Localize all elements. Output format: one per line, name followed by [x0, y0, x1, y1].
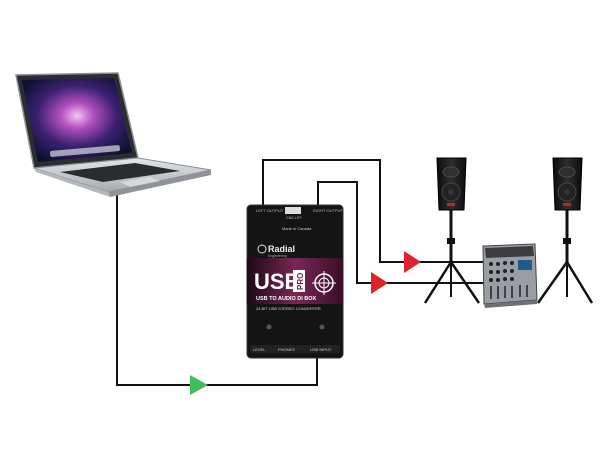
top-left-jack-label: LEFT OUTPUT	[256, 208, 284, 213]
pa-speaker-right	[536, 157, 594, 304]
ground-lift-switch	[285, 207, 301, 214]
usb-input-label: USB INPUT	[310, 347, 332, 352]
cable-right-output	[317, 181, 490, 284]
right-output-arrow	[371, 272, 388, 294]
mixer-icon	[482, 243, 538, 308]
model-suffix-badge	[293, 270, 305, 292]
subtitle-label: USB TO AUDIO DI BOX	[256, 296, 317, 302]
ground-lift-label: GND LIFT	[286, 216, 303, 220]
radial-logo-mark	[257, 244, 267, 254]
di-box-icon: LEFT OUTPUT RIGHT OUTPUT GND LIFT Made i…	[246, 204, 344, 359]
level-label: LEVEL	[253, 347, 266, 352]
subtitle2-label: 24 BIT USB STEREO CONVERTER	[256, 306, 321, 311]
pa-speaker-left	[423, 157, 481, 304]
model-suffix-label: PRO	[296, 273, 305, 290]
usb-signal-arrow	[190, 375, 208, 395]
laptop-icon	[15, 72, 212, 197]
crosshair-icon	[312, 271, 336, 295]
brand-label: Radial	[268, 244, 295, 254]
cable-usb	[116, 188, 318, 386]
left-output-arrow	[404, 251, 421, 273]
made-in-label: Made in Canada	[282, 226, 312, 231]
model-label: USB	[254, 269, 300, 294]
brand-sub-label: Engineering	[268, 254, 287, 258]
top-right-jack-label: RIGHT OUTPUT	[313, 208, 343, 213]
phones-label: PHONES	[278, 347, 295, 352]
